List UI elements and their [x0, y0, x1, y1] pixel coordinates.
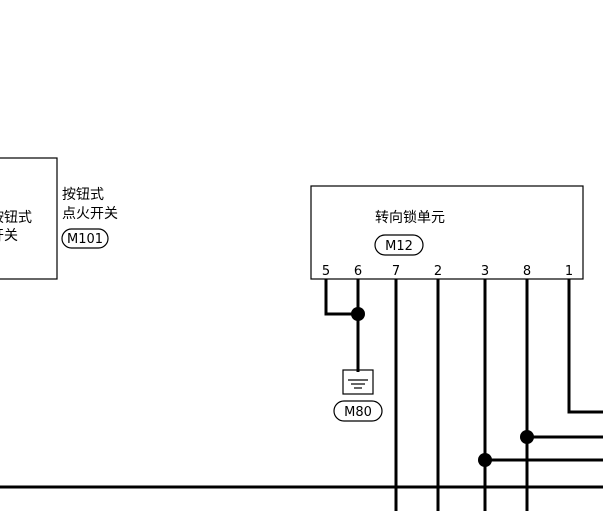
- ground-connector-badge: [333, 400, 383, 422]
- junction-dot-ground: [351, 307, 365, 321]
- wire-pin5: [324, 279, 358, 316]
- switch-box-label-1: 按钮式: [0, 210, 32, 226]
- wire-pin1: [567, 279, 603, 414]
- switch-connector-label: M101: [67, 232, 103, 247]
- ground-symbol-box: [342, 369, 374, 395]
- junction-dot-pin8: [520, 430, 534, 444]
- switch-connector-badge: [61, 228, 109, 249]
- switch-box-label-2: 开关: [0, 228, 18, 244]
- lock-unit-connector-badge: [374, 234, 424, 256]
- switch-caption-line1: 按钮式: [62, 187, 104, 203]
- steering-lock-unit-box: [310, 185, 584, 280]
- ground-connector-label: M80: [344, 405, 372, 420]
- pin-label-1: 1: [565, 264, 573, 279]
- pin-label-3: 3: [481, 264, 489, 279]
- pin-label-2: 2: [434, 264, 442, 279]
- pin-label-8: 8: [523, 264, 531, 279]
- steering-lock-unit-title: 转向锁单元: [375, 210, 445, 226]
- switch-caption-line2: 点火开关: [62, 206, 118, 222]
- pin-label-7: 7: [392, 264, 400, 279]
- pin-label-6: 6: [354, 264, 362, 279]
- pin-label-5: 5: [322, 264, 330, 279]
- ignition-switch-box: [0, 157, 58, 280]
- lock-unit-connector-label: M12: [385, 239, 413, 254]
- junction-dot-pin3: [478, 453, 492, 467]
